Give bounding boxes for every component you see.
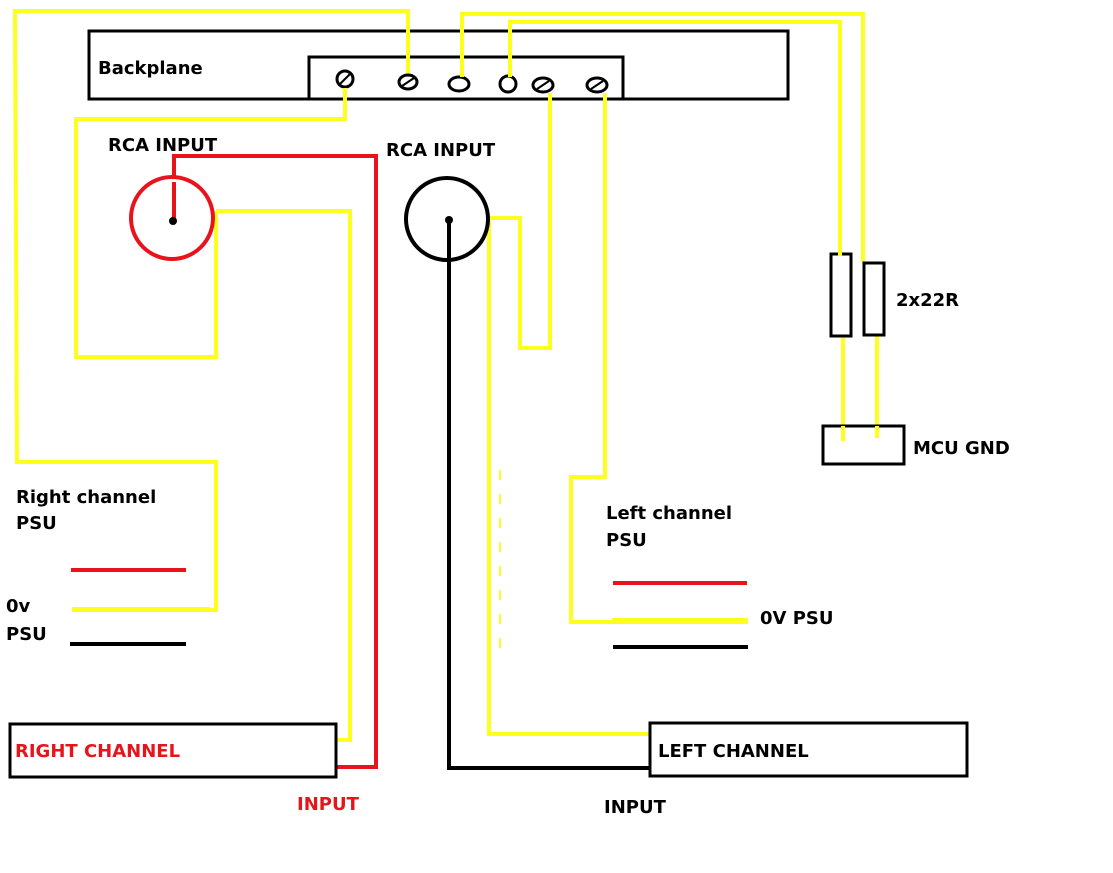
wire-terminal1-to-right-rca-shield — [74, 88, 347, 359]
left-psu-label-line2: PSU — [606, 530, 647, 551]
wire-terminal3-to-resistor-b — [460, 12, 865, 262]
wire-terminal4-to-resistor-a — [508, 20, 842, 254]
left-psu-label-line1: Left channel — [606, 503, 732, 524]
right-channel-label: RIGHT CHANNEL — [15, 741, 180, 762]
wire-right-rca-signal — [172, 154, 378, 769]
zero-v-psu-label: 0V PSU — [760, 608, 834, 629]
wire-terminal2-to-right-0v — [12, 9, 410, 612]
wire-left-rca-to-left-channel — [487, 218, 650, 736]
zero-v-label-line2: PSU — [6, 624, 47, 645]
resistor-b — [862, 261, 886, 337]
input-label-right: INPUT — [297, 794, 360, 815]
terminal-screw-5 — [531, 76, 555, 94]
left-channel-label: LEFT CHANNEL — [658, 741, 809, 762]
right-rca-connector — [129, 175, 215, 261]
wire-left-rca-signal — [447, 260, 650, 770]
terminal-screw-1 — [335, 69, 355, 89]
wire-terminal5-to-left-rca — [489, 93, 552, 350]
terminal-post-4 — [498, 74, 518, 94]
backplane-label: Backplane — [98, 58, 203, 79]
mcu-gnd-box — [821, 424, 906, 466]
right-channel-box — [8, 722, 338, 779]
wire-right-rca-to-right-channel — [216, 209, 352, 742]
right-psu-label-line1: Right channel — [16, 487, 156, 508]
rca-input-label-left: RCA INPUT — [108, 135, 218, 156]
left-rca-connector — [404, 176, 490, 262]
left-channel-box — [648, 721, 969, 778]
right-psu-label-line2: PSU — [16, 513, 57, 534]
input-label-left: INPUT — [604, 797, 667, 818]
resistor-a — [829, 252, 853, 338]
zero-v-label-line1: 0v — [6, 596, 31, 617]
terminal-screw-2 — [397, 73, 419, 91]
wire-terminal6-to-left-0v — [569, 93, 748, 624]
rca-input-label-right: RCA INPUT — [386, 140, 496, 161]
resistors-label: 2x22R — [896, 290, 959, 311]
terminal-post-3 — [447, 75, 471, 93]
mcu-gnd-label: MCU GND — [913, 438, 1010, 459]
terminal-screw-6 — [585, 76, 609, 94]
